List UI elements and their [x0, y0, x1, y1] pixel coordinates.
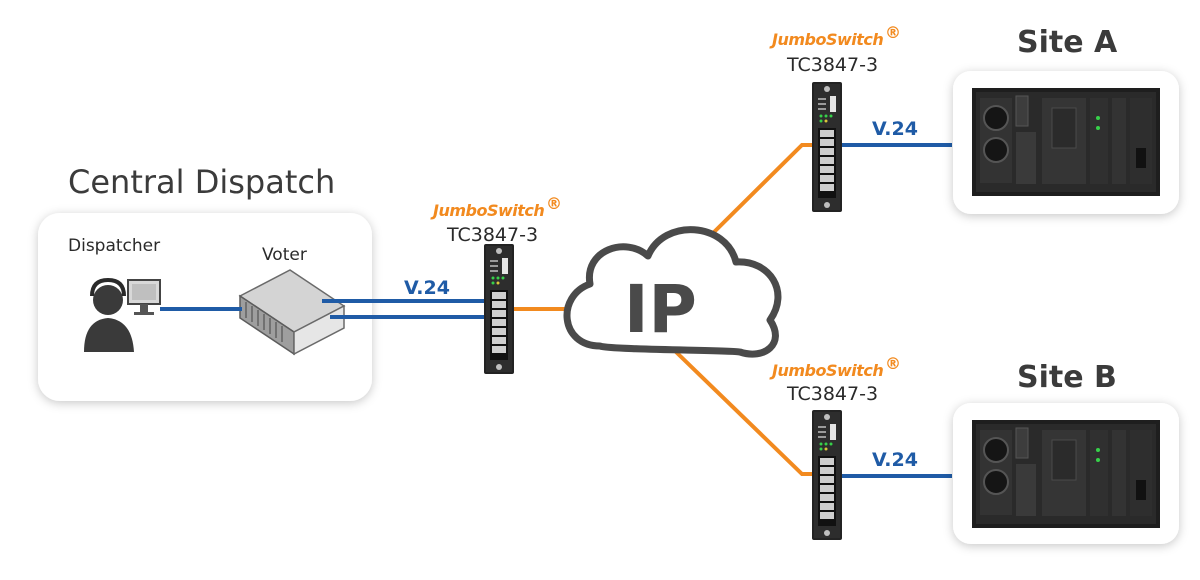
svg-text:JumboSwitch: JumboSwitch	[430, 201, 544, 220]
link-cloud-switch-a	[704, 143, 812, 242]
svg-text:®: ®	[546, 194, 562, 213]
dispatcher-icon	[84, 277, 161, 352]
site-a-title: Site A	[1017, 25, 1118, 60]
brand-logo-site-a: JumboSwitch ®	[769, 23, 901, 49]
brand-logo-site-b: JumboSwitch ®	[769, 354, 901, 380]
site-a-base-station	[971, 87, 1161, 197]
dispatcher-label: Dispatcher	[68, 236, 160, 256]
switch-center	[484, 244, 514, 374]
svg-text:®: ®	[885, 354, 901, 373]
v24-label-center: V.24	[404, 277, 450, 299]
v24-label-site-b: V.24	[872, 449, 918, 471]
voter-label: Voter	[262, 245, 307, 265]
ip-cloud-icon: IP	[563, 226, 782, 358]
svg-text:JumboSwitch: JumboSwitch	[769, 30, 883, 49]
link-cloud-switch-b	[672, 348, 812, 476]
voter-icon	[238, 269, 346, 356]
switch-model-center: TC3847-3	[446, 224, 538, 246]
switch-site-b	[812, 410, 842, 540]
central-dispatch-title: Central Dispatch	[68, 163, 335, 201]
site-b-title: Site B	[1017, 360, 1117, 395]
brand-logo-center: JumboSwitch ®	[430, 194, 562, 220]
switch-model-site-a: TC3847-3	[786, 54, 878, 76]
svg-text:JumboSwitch: JumboSwitch	[769, 361, 883, 380]
site-b-base-station	[971, 419, 1161, 529]
ip-cloud-label: IP	[624, 271, 697, 348]
v24-label-site-a: V.24	[872, 118, 918, 140]
switch-site-a	[812, 82, 842, 212]
switch-model-site-b: TC3847-3	[786, 383, 878, 405]
svg-text:®: ®	[885, 23, 901, 42]
